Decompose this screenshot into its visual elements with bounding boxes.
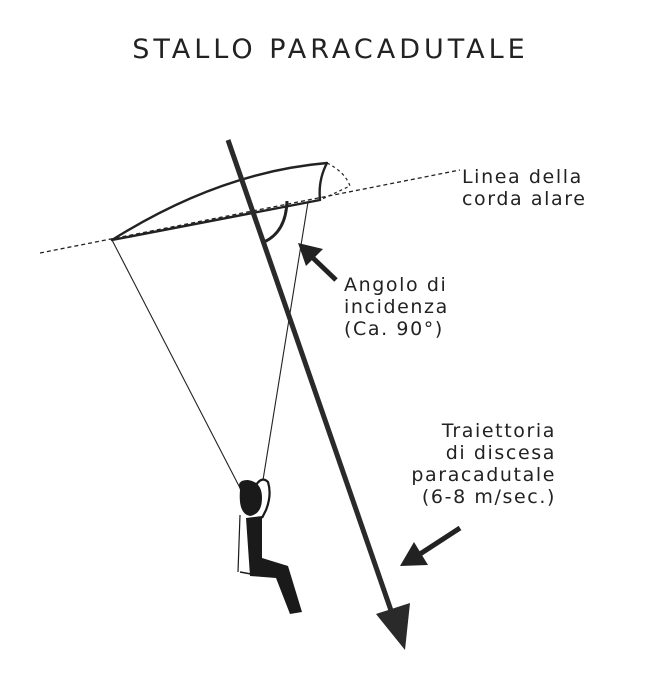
pilot-figure (237, 478, 302, 614)
trajectory-label-line-2: di discesa (445, 442, 556, 464)
chord-line (39, 169, 461, 254)
trajectory-label-line-1: Traiettoria (441, 420, 556, 442)
trajectory-label-line-4: (6-8 m/sec.) (421, 486, 556, 508)
trajectory-pointer-line (418, 525, 462, 557)
descent-trajectory-arrowhead (376, 603, 410, 650)
trajectory-label: Traiettoria di discesa paracadutale (6-8… (384, 420, 556, 508)
wing-tip-outline (319, 162, 351, 201)
diagram-title: STALLO PARACADUTALE (132, 34, 529, 65)
incidence-angle-label: Angolo di incidenza (Ca. 90°) (344, 274, 449, 340)
incidence-pointer-line (311, 256, 338, 282)
chord-label-line-2: corda alare (462, 188, 587, 210)
incidence-label-line-1: Angolo di (344, 274, 448, 296)
wing-canopy (110, 161, 329, 242)
incidence-angle-arc (263, 200, 289, 244)
incidence-label-line-2: incidenza (344, 296, 449, 318)
chord-line-label: Linea della corda alare (462, 166, 587, 210)
trajectory-label-line-3: paracadutale (411, 464, 556, 486)
chord-label-line-1: Linea della (462, 166, 583, 188)
suspension-line-front (111, 239, 241, 489)
trajectory-pointer-arrowhead (400, 542, 428, 566)
suspension-line-rear (262, 201, 309, 481)
descent-trajectory-line (225, 139, 398, 623)
incidence-label-line-3: (Ca. 90°) (344, 318, 444, 340)
incidence-pointer-arrowhead (298, 243, 323, 266)
